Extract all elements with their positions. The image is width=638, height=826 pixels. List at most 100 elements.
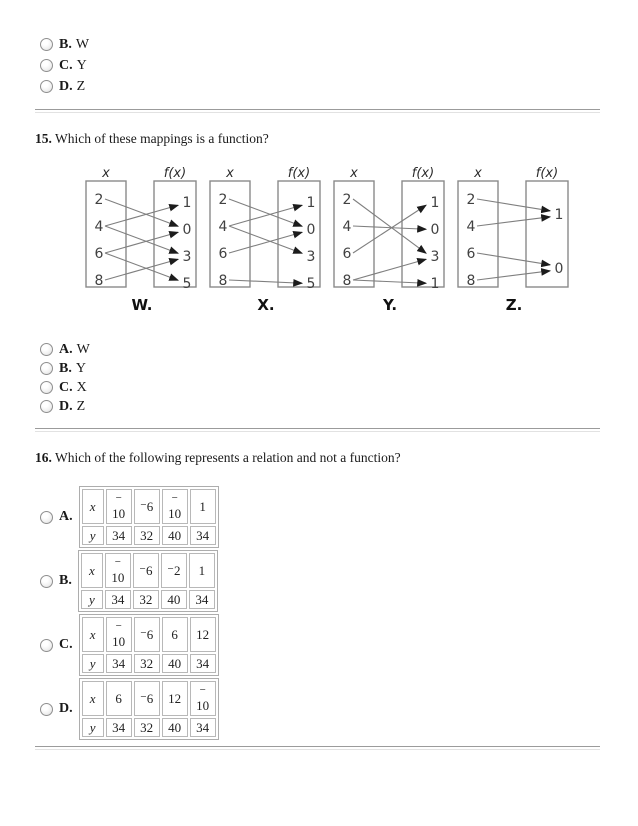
x-cell: ⁻6 xyxy=(132,553,159,588)
option-row-16-d[interactable]: D. x 6 ⁻6 12 ⁻ 10 y 34 32 40 34 xyxy=(35,678,600,740)
x-cell: 12 xyxy=(189,617,216,652)
radio-button[interactable] xyxy=(40,38,53,51)
radio-button[interactable] xyxy=(40,59,53,72)
fx-value: 3 xyxy=(307,249,316,265)
x-value: 6 xyxy=(95,246,104,262)
question-number: 15. xyxy=(35,131,52,146)
x-value: 6 xyxy=(467,246,476,262)
radio-button[interactable] xyxy=(40,80,53,93)
diagram-label: Z. xyxy=(505,296,523,314)
option-value: Y xyxy=(76,57,87,73)
option-row-16-b[interactable]: B. x ⁻ 10 ⁻6 ⁻2 1 y 34 32 40 34 xyxy=(35,550,600,612)
question-16-options: A. x ⁻ 10 ⁻6 ⁻ 10 1 y 34 32 40 34 xyxy=(35,486,600,740)
radio-button[interactable] xyxy=(40,702,53,716)
option-row-prev-b[interactable]: B. W xyxy=(35,34,600,55)
x-cell: ⁻6 xyxy=(133,681,160,716)
fx-value: 1 xyxy=(183,195,192,211)
x-value: 6 xyxy=(343,246,352,262)
radio-button[interactable] xyxy=(40,343,53,356)
y-cell: 34 xyxy=(105,718,132,737)
x-column-header: x xyxy=(349,167,358,181)
x-cell: ⁻6 xyxy=(133,489,160,524)
radio-button[interactable] xyxy=(40,574,53,588)
x-column-box xyxy=(209,180,251,288)
fx-column-header: f(x) xyxy=(288,167,310,181)
option-value: Z xyxy=(76,78,86,94)
row-header-y: y xyxy=(81,654,104,673)
x-cell: ⁻ 10 xyxy=(105,489,132,524)
option-row-prev-c[interactable]: C. Y xyxy=(35,55,600,76)
radio-button[interactable] xyxy=(40,381,53,394)
option-value: W xyxy=(75,36,90,52)
radio-button[interactable] xyxy=(40,362,53,375)
mapping-arrow xyxy=(352,257,428,281)
option-row-15-a[interactable]: A. W xyxy=(35,340,600,359)
mapping-arrow xyxy=(352,279,428,287)
x-value: 4 xyxy=(467,219,476,235)
question-16-heading: 16. Which of the following represents a … xyxy=(35,450,600,466)
option-letter: A. xyxy=(59,509,73,524)
mapping-arrow xyxy=(104,225,180,254)
option-letter: D. xyxy=(59,398,73,414)
question-text: Which of the following represents a rela… xyxy=(55,450,401,465)
option-row-15-c[interactable]: C. X xyxy=(35,378,600,397)
radio-button[interactable] xyxy=(40,510,53,524)
mapping-arrow xyxy=(352,198,427,254)
fx-value: 0 xyxy=(183,222,192,238)
x-cell: 1 xyxy=(189,489,216,524)
y-cell: 34 xyxy=(189,526,216,545)
radio-button[interactable] xyxy=(40,638,53,652)
fx-value: 0 xyxy=(307,222,316,238)
x-value: 8 xyxy=(95,273,104,289)
x-cell: 12 xyxy=(161,681,188,716)
y-cell: 32 xyxy=(133,654,160,673)
option-letter: D. xyxy=(59,78,73,94)
option-value: W xyxy=(76,341,90,357)
x-value: 2 xyxy=(95,192,104,208)
y-cell: 40 xyxy=(160,590,187,609)
fx-value: 0 xyxy=(555,261,564,277)
mapping-arrow xyxy=(228,198,304,227)
option-letter: B. xyxy=(59,573,72,588)
option-value: Y xyxy=(75,360,86,376)
x-cell: ⁻2 xyxy=(160,553,187,588)
option-row-prev-d[interactable]: D. Z xyxy=(35,76,600,97)
option-letter: B. xyxy=(59,36,72,52)
radio-button[interactable] xyxy=(40,400,53,413)
relation-table-a: x ⁻ 10 ⁻6 ⁻ 10 1 y 34 32 40 34 xyxy=(78,486,219,548)
x-column-header: x xyxy=(101,167,110,181)
fx-column-box xyxy=(401,180,445,288)
y-cell: 34 xyxy=(189,654,216,673)
option-letter: C. xyxy=(59,637,73,652)
mapping-arrow xyxy=(104,203,180,227)
x-cell: 1 xyxy=(188,553,215,588)
option-row-16-c[interactable]: C. x ⁻ 10 ⁻6 6 12 y 34 32 40 34 xyxy=(35,614,600,676)
mapping-arrow xyxy=(228,279,304,287)
option-row-16-a[interactable]: A. x ⁻ 10 ⁻6 ⁻ 10 1 y 34 32 40 34 xyxy=(35,486,600,548)
fx-value: 1 xyxy=(555,207,564,223)
fx-column-box xyxy=(277,180,321,288)
option-value: Z xyxy=(76,398,86,414)
y-cell: 40 xyxy=(161,718,188,737)
option-row-15-d[interactable]: D. Z xyxy=(35,397,600,416)
x-value: 6 xyxy=(219,246,228,262)
option-row-15-b[interactable]: B. Y xyxy=(35,359,600,378)
option-letter: D. xyxy=(59,701,73,716)
mapping-arrow xyxy=(352,225,428,233)
fx-column-header: f(x) xyxy=(536,167,558,181)
fx-value: 1 xyxy=(431,195,440,211)
option-letter: C. xyxy=(59,57,73,73)
mapping-arrow xyxy=(228,230,304,254)
x-value: 8 xyxy=(343,273,352,289)
x-value: 2 xyxy=(467,192,476,208)
x-cell: 6 xyxy=(161,617,188,652)
option-letter: B. xyxy=(59,360,72,376)
diagram-label: W. xyxy=(131,296,153,314)
